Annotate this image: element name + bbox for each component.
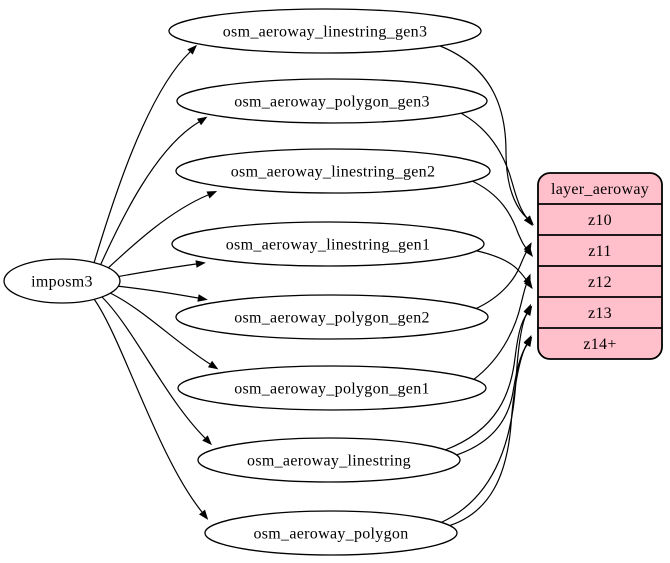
edge-imposm3-to-osm_aeroway_linestring_gen2: [105, 194, 209, 271]
node-label-osm_aeroway_linestring: osm_aeroway_linestring: [247, 453, 411, 470]
arrowhead-icon: [206, 190, 218, 199]
node-osm_aeroway_polygon: [204, 510, 458, 556]
arrowhead-icon: [207, 360, 219, 370]
edge-imposm3-to-osm_aeroway_polygon_gen1: [107, 291, 211, 365]
node-osm_aeroway_polygon_gen1: [177, 365, 487, 411]
node-label-imposm3: imposm3: [31, 274, 93, 291]
edge-imposm3-to-osm_aeroway_polygon: [93, 298, 203, 513]
node-osm_aeroway_linestring: [197, 437, 461, 483]
edge-osm_aeroway_polygon_gen1-to-z12: [472, 282, 528, 381]
edge-osm_aeroway_linestring-to-z14+: [449, 344, 528, 458]
node-label-osm_aeroway_linestring_gen2: osm_aeroway_linestring_gen2: [231, 164, 436, 181]
node-osm_aeroway_polygon_gen2: [175, 294, 489, 340]
arrowhead-icon: [187, 44, 198, 55]
layer-row-z10: z10: [588, 212, 612, 229]
edge-osm_aeroway_polygon_gen2-to-z11: [474, 250, 528, 310]
edge-osm_aeroway_linestring_gen1-to-z12: [472, 249, 528, 282]
node-imposm3: [3, 258, 121, 304]
arrowhead-icon: [523, 303, 531, 315]
edge-osm_aeroway_polygon-to-z13: [439, 312, 528, 524]
layer-title: layer_aeroway: [551, 181, 649, 198]
node-osm_aeroway_linestring_gen2: [175, 148, 491, 194]
layer-row-z11: z11: [588, 243, 611, 260]
edge-imposm3-to-osm_aeroway_linestring: [100, 295, 206, 439]
layer-row-z14+: z14+: [583, 336, 616, 353]
arrowhead-icon: [523, 242, 532, 253]
edge-osm_aeroway_linestring_gen3-to-z10: [434, 43, 528, 219]
table-nodes-layer: imposm3 osm_aeroway_linestring_gen3 osm_ae…: [3, 8, 491, 556]
arrowhead-icon: [195, 260, 206, 268]
edge-imposm3-to-osm_aeroway_polygon_gen3: [99, 121, 200, 267]
edge-osm_aeroway_polygon-to-z14+: [444, 343, 528, 528]
layer-node: layer_aeroway z10 z11 z12 z13 z14+: [537, 172, 663, 360]
edge-imposm3-to-osm_aeroway_polygon_gen2: [115, 285, 199, 299]
layer-row-z13: z13: [588, 305, 612, 322]
node-label-osm_aeroway_polygon: osm_aeroway_polygon: [253, 526, 408, 543]
edge-osm_aeroway_polygon_gen3-to-z10: [454, 109, 528, 219]
arrowheads-layer: [187, 44, 534, 520]
arrowhead-icon: [523, 215, 533, 227]
arrowhead-icon: [523, 273, 531, 285]
node-osm_aeroway_linestring_gen1: [171, 221, 485, 267]
node-osm_aeroway_linestring_gen3: [168, 8, 482, 54]
node-label-osm_aeroway_linestring_gen3: osm_aeroway_linestring_gen3: [223, 24, 428, 41]
edge-imposm3-to-osm_aeroway_linestring_gen1: [115, 263, 197, 278]
node-osm_aeroway_polygon_gen3: [176, 78, 488, 124]
edge-imposm3-to-osm_aeroway_linestring_gen3: [93, 51, 191, 264]
node-label-osm_aeroway_polygon_gen1: osm_aeroway_polygon_gen1: [234, 381, 430, 398]
arrowhead-icon: [523, 335, 532, 346]
arrowhead-icon: [202, 435, 212, 446]
layer-row-z12: z12: [588, 274, 612, 291]
node-label-osm_aeroway_polygon_gen2: osm_aeroway_polygon_gen2: [234, 310, 430, 327]
node-label-osm_aeroway_polygon_gen3: osm_aeroway_polygon_gen3: [234, 94, 430, 111]
edge-osm_aeroway_linestring-to-z13: [444, 313, 528, 451]
edge-osm_aeroway_linestring_gen2-to-z11: [469, 179, 528, 250]
edges-layer: [93, 43, 528, 528]
arrowhead-icon: [523, 278, 533, 290]
arrowhead-icon: [199, 509, 209, 520]
arrowhead-icon: [197, 294, 208, 302]
arrowhead-icon: [196, 116, 208, 126]
node-label-osm_aeroway_linestring_gen1: osm_aeroway_linestring_gen1: [226, 237, 431, 254]
